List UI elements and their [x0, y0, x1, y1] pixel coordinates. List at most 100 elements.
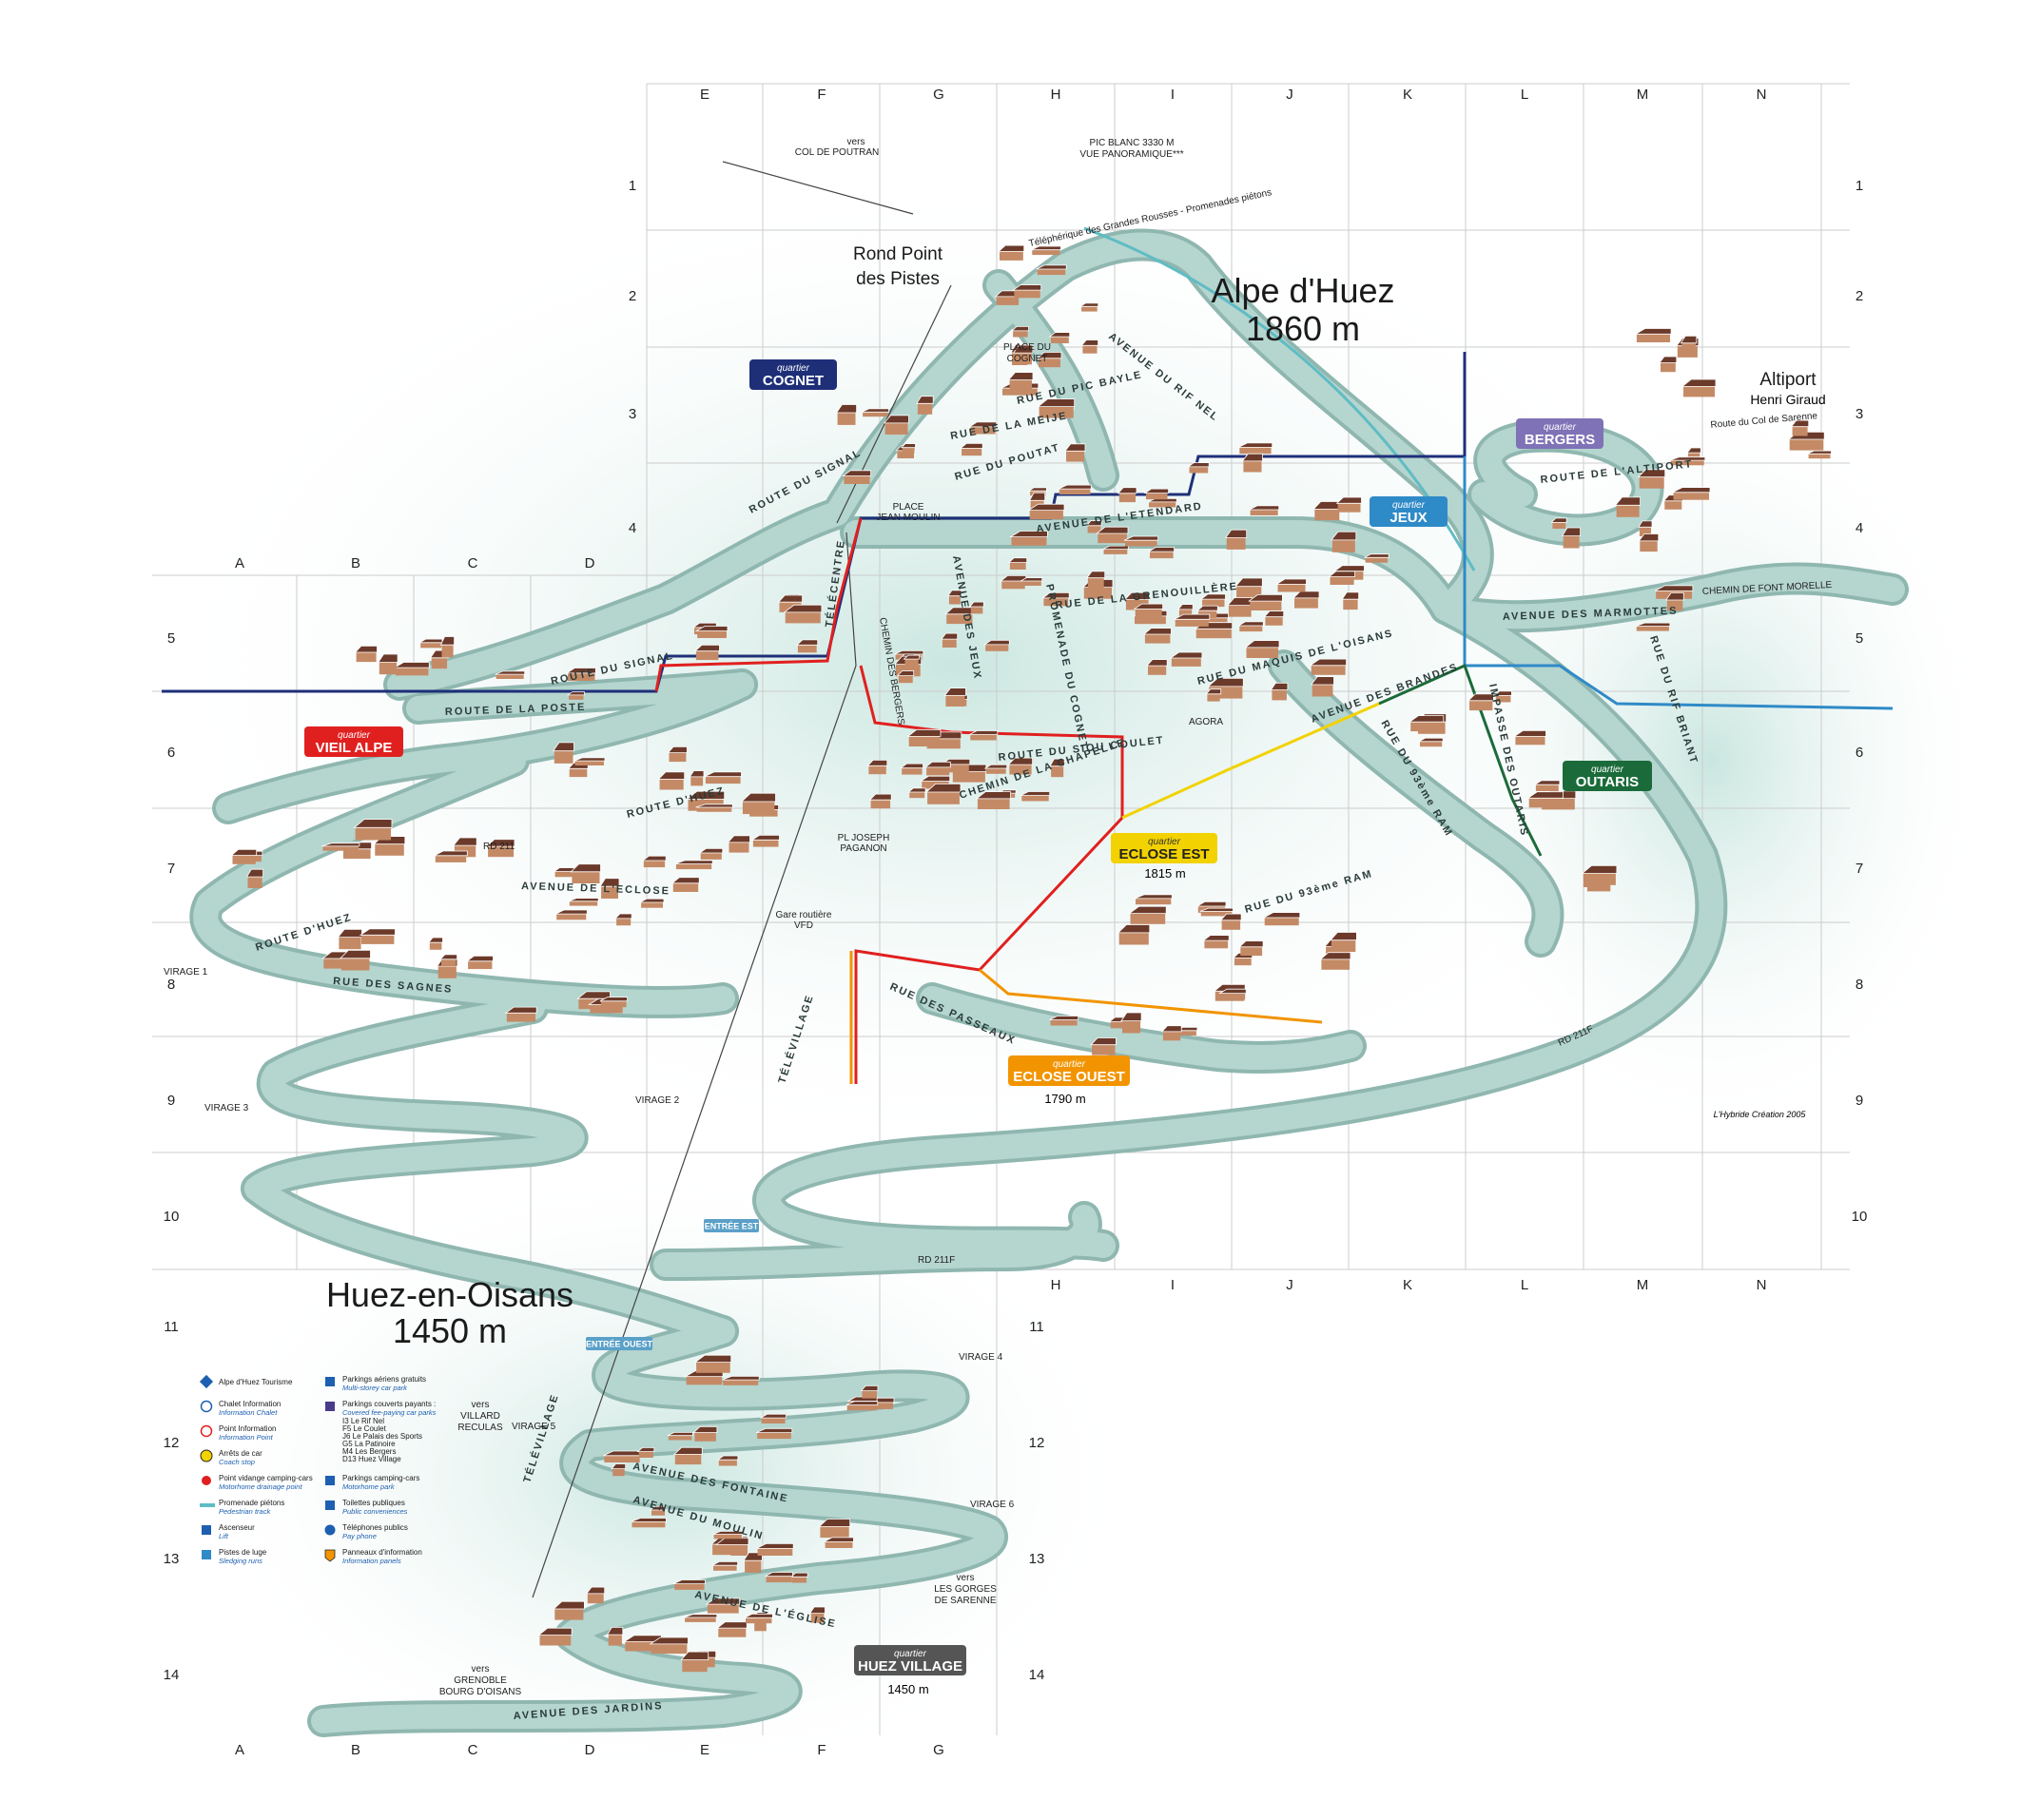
legend-bus-stop: Arrêts de car Coach stop [200, 1449, 262, 1466]
building [604, 1455, 640, 1462]
building-roof [1196, 605, 1218, 611]
quartier-eclose-ouest-badge[interactable]: quartier ECLOSE OUEST [1008, 1055, 1130, 1086]
building [942, 764, 969, 773]
building [1146, 493, 1168, 500]
building-roof [1637, 469, 1666, 478]
building-roof [1364, 553, 1389, 558]
grid-col-G-bottom: G [933, 1742, 944, 1758]
svg-text:Ascenseur: Ascenseur [219, 1523, 255, 1532]
quartier-badges: quartier COGNET quartier BERGERS quartie… [304, 359, 1652, 1675]
grid-row-13-right: 13 [1029, 1551, 1045, 1567]
grid-col-G: G [933, 87, 944, 103]
building [1081, 305, 1098, 312]
building [1135, 615, 1166, 625]
legend-lift: Ascenseur Lift [202, 1523, 255, 1540]
legend-payphone: Téléphones publics Pay phone [324, 1523, 408, 1540]
eclose-ouest-altitude: 1790 m [1044, 1092, 1085, 1106]
building [1148, 665, 1167, 675]
building-roof [968, 601, 984, 608]
grid-col-E-bottom: E [700, 1742, 709, 1758]
svg-text:HUEZ VILLAGE: HUEZ VILLAGE [858, 1658, 962, 1675]
quartier-eclose-est-badge[interactable]: quartier ECLOSE EST [1111, 833, 1217, 863]
grid-col-B-bottom: B [351, 1742, 360, 1758]
building [1331, 939, 1356, 953]
vers-grenoble-1: vers [472, 1664, 490, 1675]
svg-text:F5 Le Coulet: F5 Le Coulet [342, 1424, 387, 1433]
building-roof [919, 775, 951, 782]
building [970, 426, 996, 435]
building [1009, 378, 1032, 392]
building [1021, 795, 1049, 802]
legend-toilets: Toilettes publiques Public conveniences [325, 1499, 408, 1516]
building [659, 778, 684, 790]
building-roof [638, 898, 665, 903]
covered-parking-icon [325, 1402, 335, 1411]
building-roof [614, 913, 632, 920]
building [1528, 797, 1563, 808]
building [616, 918, 632, 926]
building-roof [1202, 935, 1230, 941]
svg-text:JEUX: JEUX [1389, 510, 1427, 526]
building [668, 1435, 692, 1441]
building [904, 658, 919, 666]
building-roof [1659, 356, 1678, 363]
building [985, 767, 1006, 774]
building-roof [680, 1651, 709, 1660]
virage-4-label: VIRAGE 4 [959, 1352, 1003, 1363]
building-roof [947, 590, 962, 597]
grid-col-J: J [1286, 87, 1293, 103]
building [247, 876, 262, 888]
vers-gorges-3: DE SARENNE [934, 1596, 996, 1606]
svg-text:Information Point: Information Point [219, 1433, 274, 1442]
grid-row-10-left: 10 [164, 1209, 180, 1225]
building [690, 776, 704, 786]
building-roof [649, 1636, 689, 1645]
building [682, 1658, 708, 1673]
grid-col-M-mid: M [1637, 1277, 1649, 1293]
quartier-cognet-badge[interactable]: quartier COGNET [749, 359, 837, 390]
building [898, 675, 913, 684]
building [1688, 452, 1700, 460]
building [686, 1375, 723, 1385]
quartier-vieil-alpe-badge[interactable]: quartier VIEIL ALPE [304, 726, 403, 757]
svg-text:G5 La Patinoire: G5 La Patinoire [342, 1440, 396, 1448]
building [927, 790, 960, 804]
building-roof [1241, 453, 1263, 462]
quartier-outaris-badge[interactable]: quartier OUTARIS [1563, 761, 1652, 791]
building [694, 1431, 716, 1442]
legend-motorhome-drain: Point vidange camping-cars Motorhome dra… [202, 1474, 313, 1491]
legend-covered-parking: Parkings couverts payants : Covered fee-… [325, 1400, 437, 1463]
village-title-altitude: 1450 m [393, 1311, 507, 1350]
building-roof [686, 790, 726, 800]
building-roof [1007, 757, 1033, 765]
svg-text:ECLOSE EST: ECLOSE EST [1118, 846, 1209, 862]
grid-row-5-right: 5 [1856, 630, 1863, 647]
building [1032, 249, 1060, 256]
building [420, 642, 442, 649]
building [1330, 575, 1354, 585]
building-roof [997, 244, 1025, 252]
building [1162, 1031, 1181, 1041]
building [1552, 521, 1566, 529]
quartier-jeux-badge[interactable]: quartier JEUX [1370, 496, 1448, 527]
building [945, 694, 965, 707]
building-roof [1418, 737, 1444, 743]
building [1171, 657, 1201, 667]
svg-text:quartier: quartier [1392, 500, 1426, 511]
building-roof [692, 1425, 718, 1433]
building [1039, 405, 1074, 418]
svg-text:quartier: quartier [894, 1649, 927, 1659]
grid-row-9-right: 9 [1856, 1093, 1863, 1109]
building [1039, 358, 1060, 368]
building-roof [1238, 940, 1264, 948]
building-roof [896, 670, 915, 676]
building [1043, 597, 1069, 607]
building [1189, 466, 1209, 474]
quartier-huez-village-badge[interactable]: quartier HUEZ VILLAGE [854, 1645, 966, 1675]
building [761, 1417, 786, 1423]
grid-col-N-mid: N [1757, 1277, 1767, 1293]
grid-col-A: A [235, 555, 244, 571]
quartier-bergers-badge[interactable]: quartier BERGERS [1516, 418, 1603, 449]
building [700, 852, 722, 860]
building [612, 1467, 625, 1477]
